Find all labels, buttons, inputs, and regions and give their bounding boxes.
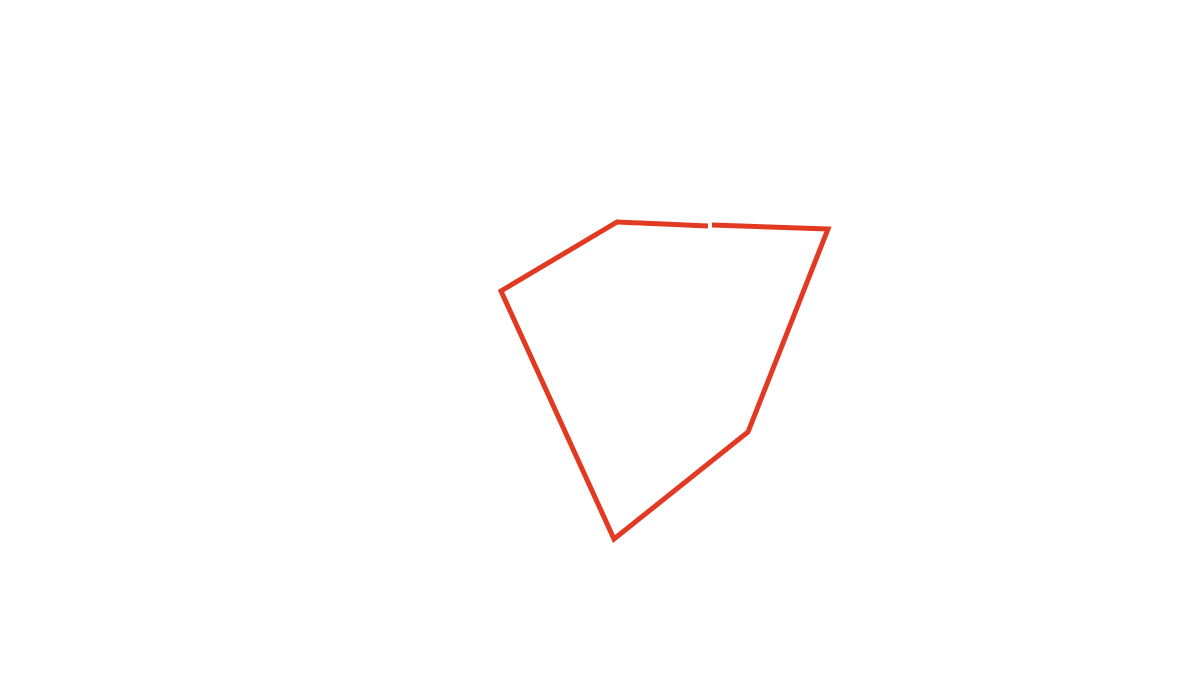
pentagon-outline [497,219,832,543]
